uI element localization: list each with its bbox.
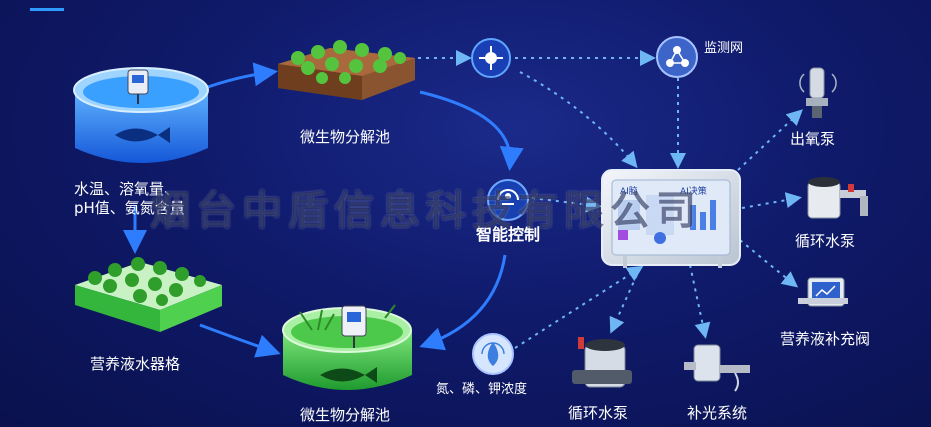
company-watermark: 烟台中盾信息科技有限公司	[150, 187, 702, 234]
data-flow-arrows	[418, 50, 803, 349]
pond-top-caption-line2: pH值、氨氮含量	[74, 199, 185, 217]
decomp-bottom-label: 微生物分解池	[300, 406, 391, 424]
aerator-icon	[799, 67, 837, 118]
grow-bed-label: 营养液水器格	[90, 355, 181, 373]
circulation-pump-right-icon	[807, 177, 868, 219]
decomp-top-label: 微生物分解池	[300, 128, 391, 146]
light-system-icon	[684, 344, 750, 392]
fish-pond-top	[73, 67, 209, 163]
top-accent-bar	[30, 8, 64, 11]
decomp-bed-top	[278, 40, 415, 100]
screen-data-label: AI决策	[680, 187, 707, 197]
ai-control-panel	[601, 169, 741, 268]
aerator-label: 出氧泵	[790, 130, 836, 148]
smart-control-icon	[487, 179, 529, 221]
nutrient-valve-label: 营养液补充阀	[780, 330, 871, 348]
fish-pond-bottom	[282, 304, 412, 390]
screen-ai-label: AI脑	[620, 187, 638, 197]
monitor-network-icon	[656, 36, 698, 78]
smart-control-label: 智能控制	[476, 225, 541, 244]
sensor-hub-icon	[471, 38, 511, 78]
monitor-net-label: 监测网	[704, 41, 744, 56]
nutrient-valve-icon	[798, 277, 848, 307]
npk-label: 氮、磷、钾浓度	[436, 382, 528, 397]
light-system-label: 补光系统	[687, 404, 748, 422]
circ-pump-bottom-label: 循环水泵	[568, 404, 629, 422]
npk-sensor-icon	[472, 333, 514, 375]
circ-pump-right-label: 循环水泵	[795, 232, 856, 250]
pond-top-caption-line1: 水温、溶氧量、	[74, 180, 180, 198]
main-flow-arrows	[123, 62, 524, 358]
grow-bed	[75, 257, 222, 332]
circulation-pump-bottom-icon	[572, 337, 632, 388]
